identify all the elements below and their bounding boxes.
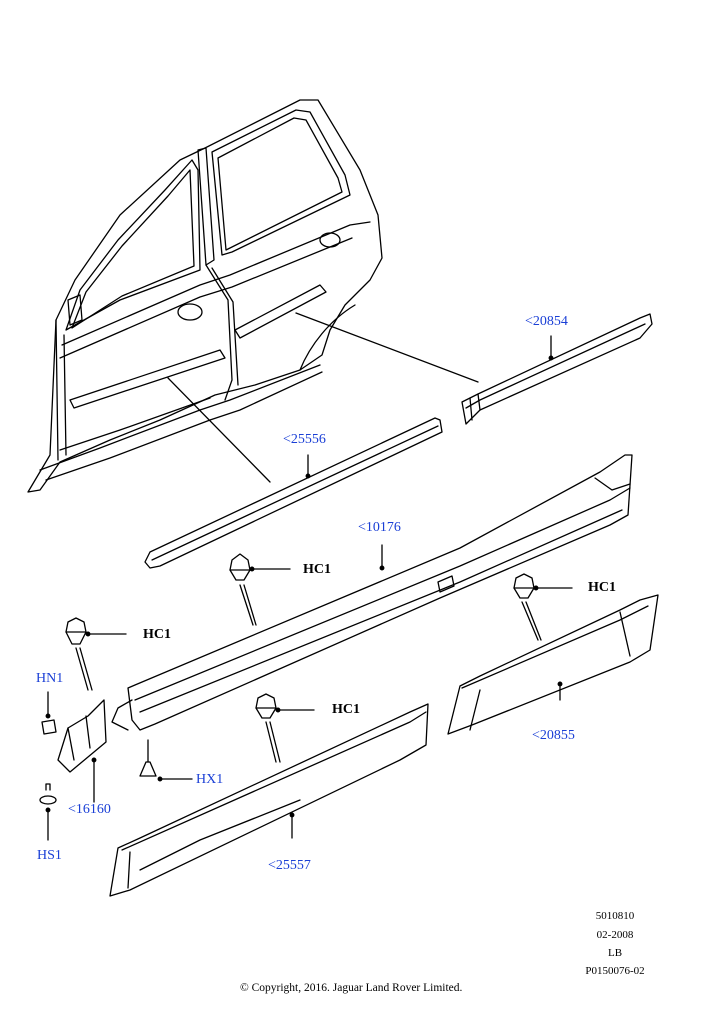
fastener-hs1	[39, 783, 57, 841]
drawing-reference: P0150076-02	[585, 965, 645, 977]
callout-10176: <10176	[358, 520, 401, 535]
callout-25556: <25556	[283, 432, 326, 447]
fastener-hn1	[41, 691, 57, 735]
callout-hx1: HX1	[196, 772, 224, 787]
part-25556-front-moulding	[144, 417, 443, 569]
callout-25557: <25557	[268, 858, 311, 873]
callout-20855: <20855	[532, 728, 575, 743]
clip-hc1-b	[65, 617, 127, 691]
clip-hc1-d	[255, 693, 315, 763]
part-10176-sill-moulding	[111, 454, 633, 731]
clip-hc1-a	[229, 553, 291, 626]
vehicle-side-illustration	[27, 99, 383, 493]
callout-hc1-d: HC1	[332, 702, 360, 717]
callout-hc1-b: HC1	[143, 627, 171, 642]
drawing-region: LB	[607, 947, 623, 959]
part-25557-front-sill	[109, 703, 429, 897]
drawing-code: 5010810	[595, 910, 635, 922]
part-20855-rear-sill	[447, 594, 659, 735]
copyright-notice: © Copyright, 2016. Jaguar Land Rover Lim…	[240, 982, 463, 994]
callout-hs1: HS1	[37, 848, 62, 863]
callout-hn1: HN1	[36, 671, 64, 686]
callout-16160: <16160	[68, 802, 111, 817]
part-20854-rear-moulding	[461, 313, 653, 425]
callout-hc1-a: HC1	[303, 562, 331, 577]
fastener-hx1	[139, 739, 193, 782]
leader-line	[295, 312, 479, 383]
clip-hc1-c	[513, 573, 573, 641]
drawing-date: 02-2008	[596, 929, 634, 941]
part-16160-bracket	[57, 699, 107, 803]
callout-20854: <20854	[525, 314, 568, 329]
callout-hc1-c: HC1	[588, 580, 616, 595]
leader-line	[167, 377, 271, 483]
